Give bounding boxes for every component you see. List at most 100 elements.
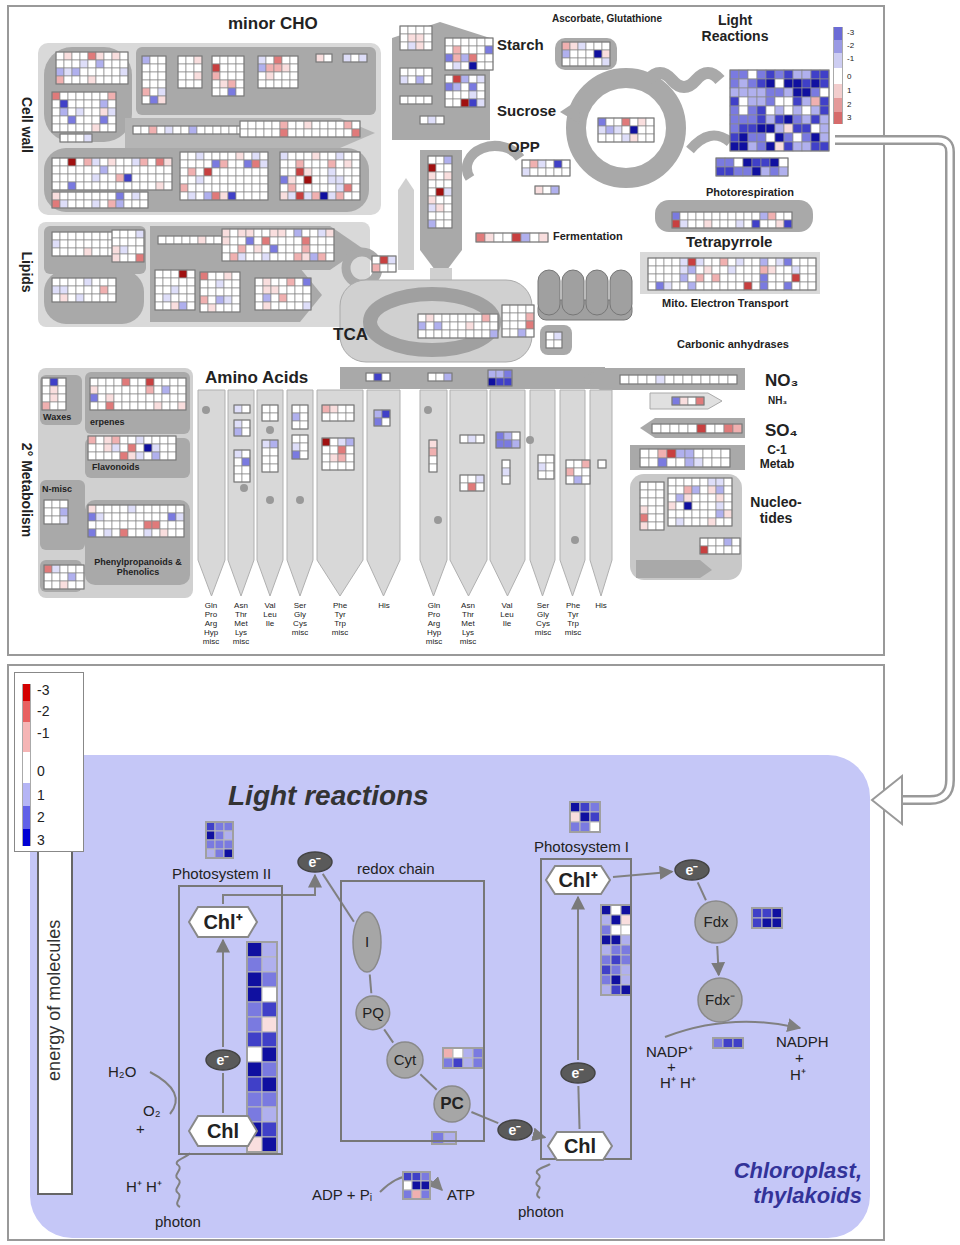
heatmap-cell	[290, 80, 298, 88]
heatmap-cell	[664, 274, 672, 282]
heatmap-cell	[279, 278, 287, 286]
map-shape	[640, 418, 745, 438]
heatmap-cell	[760, 258, 768, 266]
heatmap-cell	[424, 42, 432, 50]
heatmap-cell	[260, 176, 268, 184]
heatmap-cell	[236, 152, 244, 160]
heatmap-grid	[460, 475, 484, 491]
pathway-label: N-misc	[42, 484, 72, 494]
heatmap-cell	[68, 581, 76, 589]
heatmap-frame	[374, 410, 390, 426]
heatmap-cell	[292, 443, 300, 451]
heatmap-cell	[811, 106, 820, 115]
heatmap-cell	[84, 158, 92, 166]
heatmap-cell	[611, 925, 621, 935]
heatmap-cell	[372, 256, 380, 264]
box-heading: Photosystem II	[172, 865, 271, 883]
heatmap-cell	[136, 452, 144, 460]
heatmap-cell	[108, 286, 116, 294]
electron-ellipse: e⁻	[205, 1049, 241, 1071]
heatmap-cell	[247, 1077, 262, 1092]
heatmap-cell	[310, 245, 318, 253]
heatmap-cell	[156, 158, 164, 166]
heatmap-cell	[240, 129, 248, 137]
molecule-label: H⁺ H⁺	[126, 1178, 162, 1195]
heatmap-cell	[748, 115, 757, 124]
heatmap-cell	[450, 314, 458, 322]
heatmap-cell	[44, 573, 52, 581]
heatmap-cell	[88, 513, 96, 521]
heatmap-cell	[163, 302, 171, 310]
heatmap-cell	[44, 581, 52, 589]
heatmap-cell	[278, 229, 286, 237]
heatmap-cell	[196, 192, 204, 200]
map-shape	[392, 22, 490, 140]
heatmap-cell	[296, 129, 304, 137]
heatmap-cell	[262, 456, 270, 464]
heatmap-cell	[236, 72, 244, 80]
panel-title: Light reactions	[228, 780, 429, 812]
heatmap-cell	[436, 180, 444, 188]
heatmap-cell	[344, 168, 352, 176]
heatmap-cell	[286, 229, 294, 237]
heatmap-cell	[336, 176, 344, 184]
section-title: minor CHO	[228, 14, 318, 34]
heatmap-cell	[158, 56, 166, 64]
heatmap-grid	[60, 134, 92, 142]
heatmap-cell	[318, 253, 326, 261]
heatmap-cell	[708, 510, 716, 518]
heatmap-cell	[180, 160, 188, 168]
heatmap-cell	[108, 108, 116, 116]
heatmap-cell	[228, 160, 236, 168]
heatmap-cell	[180, 152, 188, 160]
heatmap-cell	[72, 76, 80, 84]
heatmap-cell	[112, 60, 120, 68]
legend-swatch	[833, 68, 843, 84]
heatmap-grid	[562, 42, 610, 66]
heatmap-cell	[611, 945, 621, 955]
heatmap-cell	[664, 258, 672, 266]
heatmap-cell	[242, 420, 250, 428]
heatmap-cell	[76, 240, 84, 248]
heatmap-cell	[132, 182, 140, 190]
heatmap-cell	[728, 220, 736, 228]
heatmap-frame	[713, 1038, 743, 1048]
heatmap-cell	[292, 451, 300, 459]
heatmap-cell	[614, 134, 622, 142]
heatmap-cell	[68, 124, 76, 132]
heatmap-cell	[696, 258, 704, 266]
heatmap-cell	[120, 246, 128, 254]
heatmap-cell	[236, 160, 244, 168]
heatmap-cell	[72, 60, 80, 68]
heatmap-cell	[246, 237, 254, 245]
heatmap-cell	[602, 58, 610, 66]
heatmap-cell	[444, 1132, 456, 1144]
heatmap-cell	[288, 192, 296, 200]
heatmap-cell	[752, 282, 760, 290]
amino-acid-label: Val Leu Ile	[258, 601, 282, 628]
heatmap-cell	[546, 455, 554, 463]
heatmap-frame	[562, 42, 610, 66]
heatmap-cell	[84, 200, 92, 208]
heatmap-cell	[262, 253, 270, 261]
heatmap-cell	[228, 168, 236, 176]
electron-ellipse: e⁻	[674, 859, 710, 881]
heatmap-cell	[124, 182, 132, 190]
heatmap-cell	[665, 375, 674, 384]
heatmap-frame	[200, 272, 240, 312]
heatmap-cell	[578, 50, 586, 58]
heatmap-cell	[730, 124, 739, 133]
heatmap-cell	[96, 52, 104, 60]
heatmap-cell	[252, 152, 260, 160]
heatmap-cell	[220, 64, 228, 72]
heatmap-frame	[112, 230, 144, 262]
heatmap-cell	[76, 581, 84, 589]
heatmap-cell	[428, 164, 436, 172]
heatmap-frame	[155, 270, 195, 310]
heatmap-cell	[322, 413, 330, 421]
heatmap-cell	[222, 229, 230, 237]
heatmap-cell	[278, 237, 286, 245]
heatmap-cell	[708, 546, 716, 554]
heatmap-frame	[52, 158, 172, 190]
heatmap-cell	[178, 64, 186, 72]
